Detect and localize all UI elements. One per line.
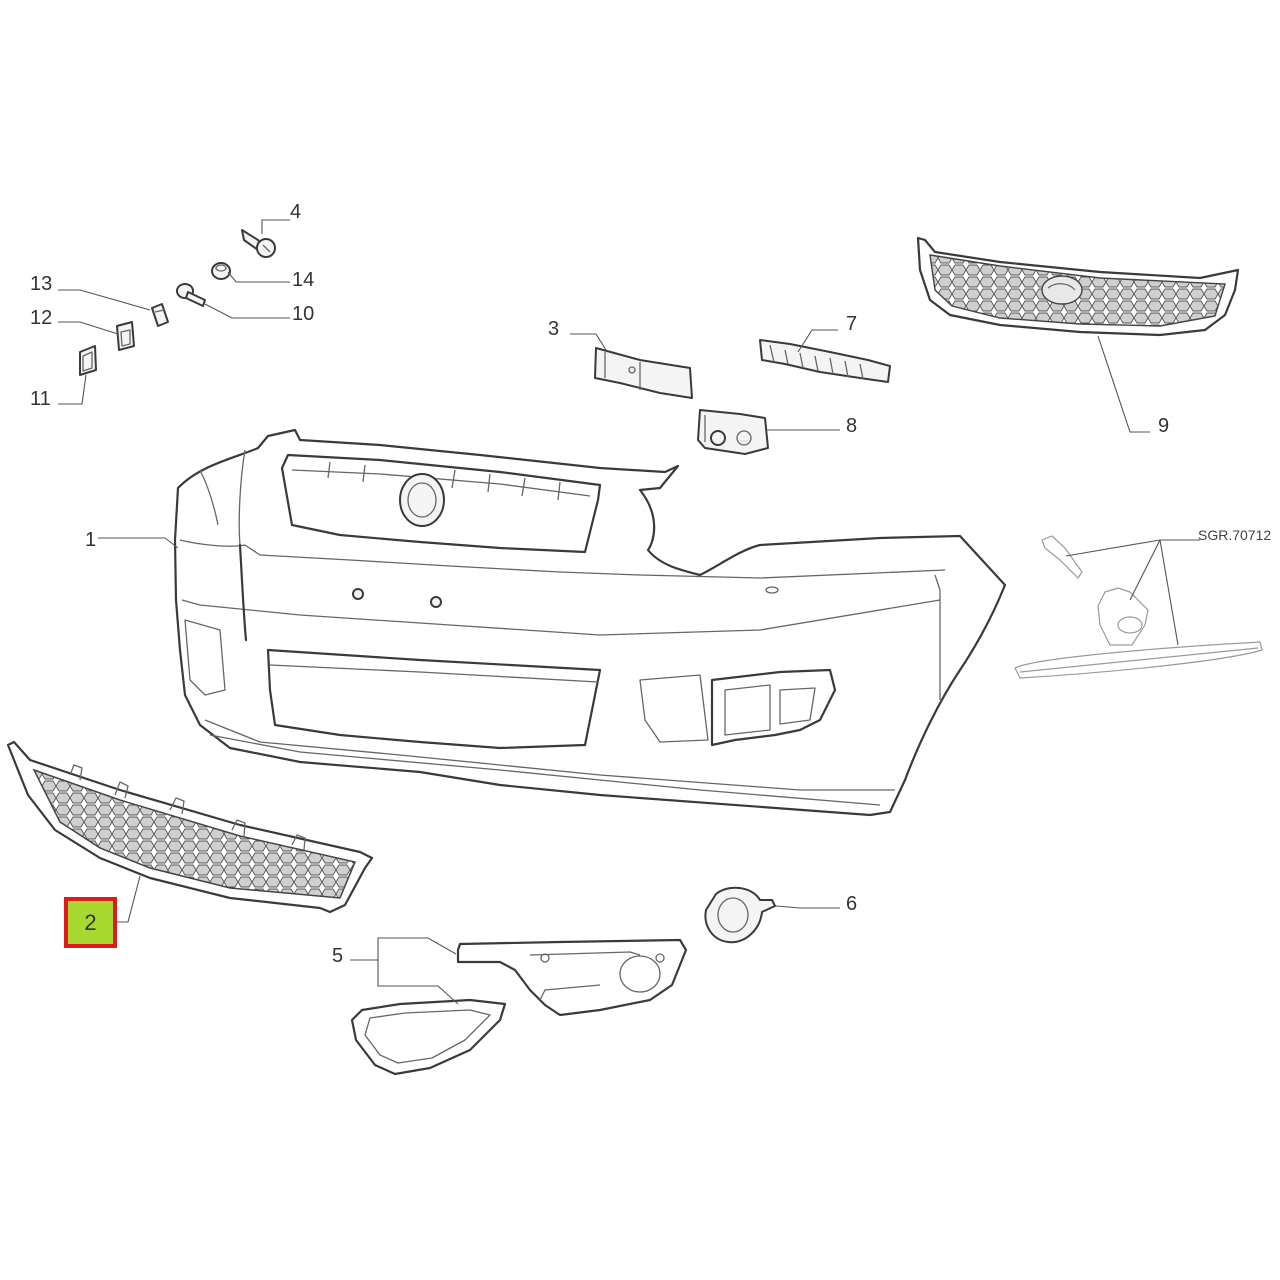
highlighted-callout-2[interactable]: 2 (64, 897, 117, 948)
sensor-bracket-part-8[interactable] (697, 409, 769, 455)
clip-part-12[interactable] (116, 321, 135, 351)
callout-7: 7 (846, 313, 857, 335)
parking-sensor-hole (352, 588, 364, 600)
clip-part-10[interactable] (176, 283, 206, 307)
retainer-part-7[interactable] (759, 339, 891, 383)
clip-part-11[interactable] (79, 345, 97, 376)
callout-10: 10 (292, 303, 314, 325)
screw-part-4[interactable] (241, 229, 276, 258)
callout-11: 11 (30, 388, 51, 410)
callout-9: 9 (1158, 415, 1169, 437)
upper-grille-part-9[interactable] (916, 236, 1240, 337)
callout-14: 14 (292, 269, 314, 291)
callout-labels: 1 4 14 10 13 12 11 3 7 8 9 5 6 SGR.70712 (30, 201, 1271, 967)
leader-lines (58, 219, 1200, 1005)
grille-emblem (1041, 275, 1083, 305)
bracket-part-3[interactable] (594, 347, 693, 399)
callout-3: 3 (548, 318, 559, 340)
lower-grille-clips (69, 764, 306, 851)
callout-13: 13 (30, 273, 52, 295)
callout-5: 5 (332, 945, 343, 967)
bumper-part-1[interactable] (173, 428, 1007, 817)
callout-6: 6 (846, 893, 857, 915)
reference-code: SGR.70712 (1198, 527, 1271, 543)
lower-grille-part-2[interactable] (6, 740, 374, 914)
callout-8: 8 (846, 415, 857, 437)
callout-2: 2 (84, 910, 96, 935)
upper-grille-teeth (327, 461, 561, 501)
fog-ring-part-6[interactable] (704, 886, 776, 944)
clip-part-13[interactable] (151, 303, 169, 327)
fog-trim-part-5[interactable] (350, 998, 507, 1076)
fog-bezel-part-5[interactable] (456, 938, 688, 1017)
parking-sensor-hole (430, 596, 442, 608)
emblem-recess (399, 473, 445, 527)
nut-part-14[interactable] (211, 262, 231, 280)
callout-1: 1 (85, 529, 96, 551)
callout-12: 12 (30, 307, 52, 329)
callout-4: 4 (290, 201, 301, 223)
reference-inset (1014, 535, 1263, 679)
